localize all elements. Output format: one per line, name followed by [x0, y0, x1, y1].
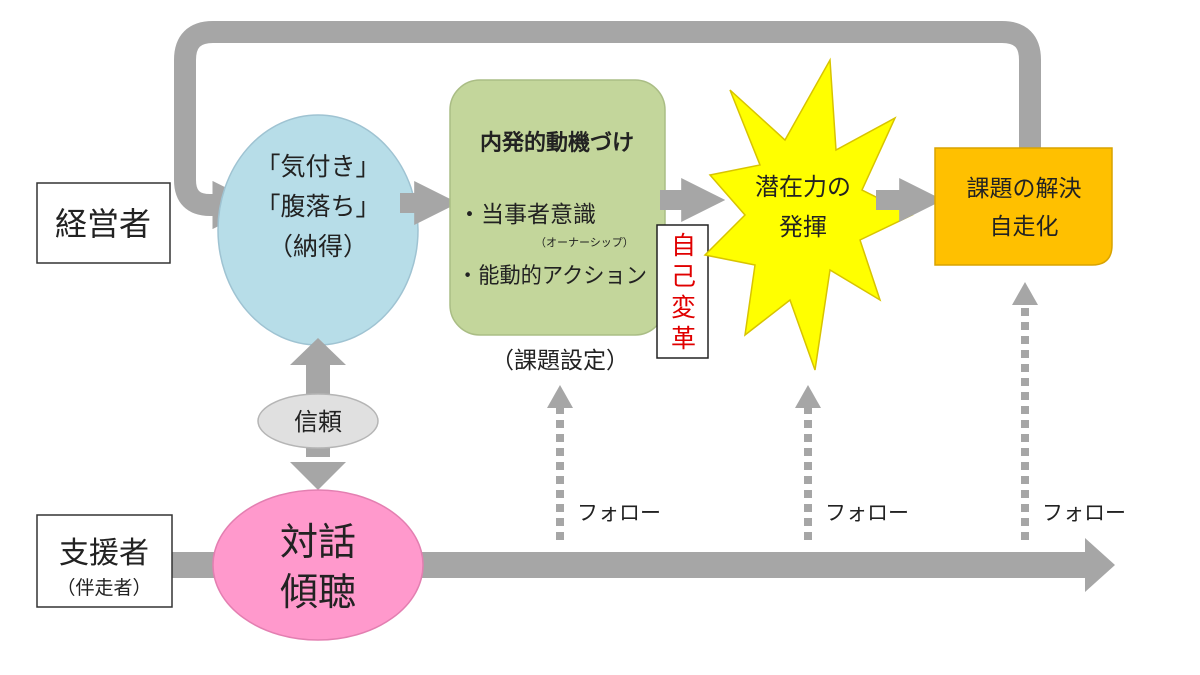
timeline-arrowhead: [1085, 538, 1115, 592]
motivation-title: 内発的動機づけ: [480, 130, 634, 156]
awareness-line1: 「気付き」: [255, 152, 380, 181]
trust-arrow-up: [290, 338, 346, 365]
solution-line2: 自走化: [990, 214, 1059, 240]
self-reform-label: 自己変革: [668, 232, 697, 356]
awareness-line2: 「腹落ち」: [255, 192, 380, 221]
motivation-caption: （課題設定）: [491, 348, 629, 374]
supporter-sub: （伴走者）: [56, 577, 151, 599]
follow-label: フォロー: [577, 501, 661, 525]
dialogue-line1: 対話: [280, 520, 356, 564]
supporter-box: [36, 514, 173, 608]
dialogue-ellipse: [212, 489, 424, 641]
awareness-ellipse: [217, 114, 419, 346]
potential-line1: 潜在力の: [755, 173, 851, 201]
dialogue-line2: 傾聴: [280, 570, 356, 614]
feedback-loop-arrow: [174, 21, 1041, 230]
motivation-item-ownership: ・当事者意識: [458, 202, 596, 228]
self-reform-box: [656, 224, 709, 359]
trust-arrow-down: [290, 462, 346, 490]
motivation-item-note: （オーナーシップ）: [535, 236, 634, 249]
follow-label: フォロー: [825, 501, 909, 525]
trust-label: 信頼: [294, 408, 342, 436]
manager-label: 経営者: [55, 205, 151, 243]
awareness-line3: （納得）: [268, 232, 368, 261]
manager-box: [36, 182, 171, 264]
follow-arrow: [1012, 282, 1038, 540]
potential-starburst: [703, 57, 914, 371]
motivation-item-action: ・能動的アクション: [457, 264, 647, 289]
trust-oval: [257, 393, 379, 449]
potential-line2: 発揮: [779, 213, 827, 241]
follow-label: フォロー: [1042, 501, 1126, 525]
solution-box: [934, 147, 1113, 266]
supporter-label: 支援者: [59, 536, 149, 571]
follow-arrow: [547, 385, 573, 540]
solution-line1: 課題の解決: [967, 176, 1082, 202]
follow-arrow: [795, 385, 821, 540]
